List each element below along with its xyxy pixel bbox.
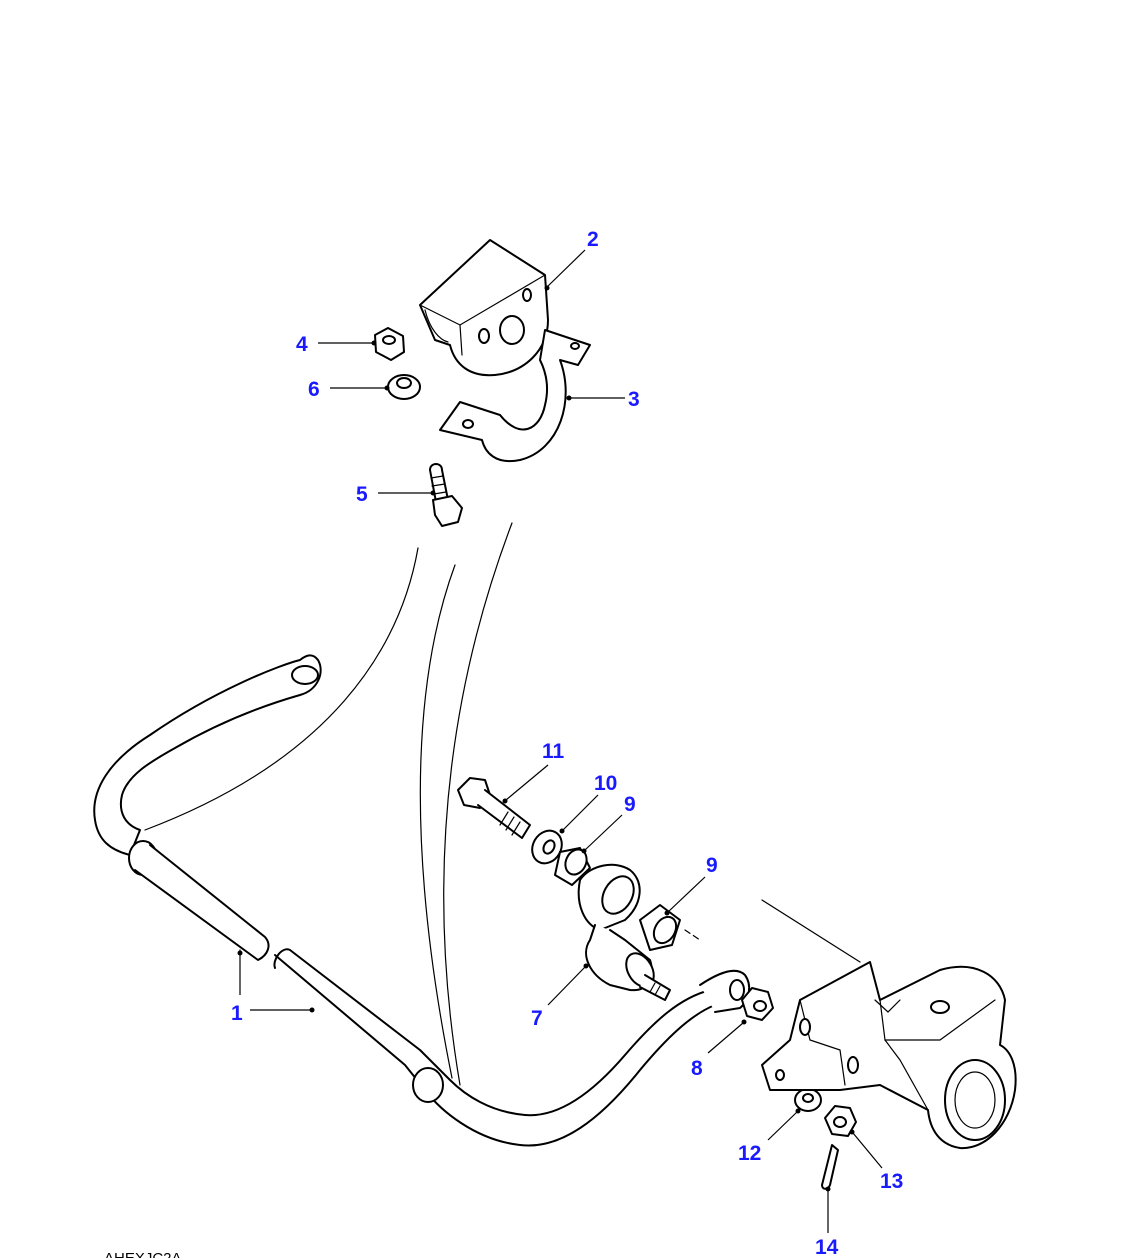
callout-3: 3: [628, 388, 640, 411]
castle-nut-13: [824, 1105, 857, 1137]
bolt-11: [457, 777, 531, 839]
diagram-reference-code: AHEXJC2A: [104, 1250, 182, 1258]
callout-6: 6: [308, 378, 320, 401]
callout-4: 4: [296, 333, 308, 356]
callout-labels: 1 2 3 4 5 6 7 8 9 9 10 11 12 13 14: [231, 228, 903, 1258]
assembly-guide-lines: [144, 522, 861, 1086]
callout-7: 7: [531, 1007, 543, 1030]
callout-13: 13: [880, 1170, 903, 1193]
callout-leaders: [237, 249, 883, 1233]
axle-housing: [761, 961, 1017, 1150]
callout-5: 5: [356, 483, 368, 506]
washer-6: [387, 374, 421, 400]
bush-9-lower: [639, 904, 681, 951]
nut-4: [374, 327, 405, 361]
callout-11: 11: [542, 740, 565, 763]
callout-2: 2: [587, 228, 599, 251]
split-pin-14: [821, 1144, 839, 1190]
bolt-5: [429, 463, 463, 527]
callout-9-lower: 9: [706, 854, 718, 877]
clamp-bush: [419, 239, 549, 377]
bush-9-upper: [554, 847, 591, 886]
nut-8: [741, 987, 774, 1021]
callout-9-upper: 9: [624, 793, 636, 816]
washer-12: [794, 1088, 822, 1112]
callout-14: 14: [815, 1236, 839, 1258]
callout-8: 8: [691, 1057, 703, 1080]
clamp-strap: [439, 329, 591, 463]
callout-1: 1: [231, 1002, 243, 1025]
stabilizer-bar: [93, 654, 751, 1147]
callout-12: 12: [738, 1142, 761, 1165]
callout-10: 10: [594, 772, 617, 795]
drop-link-7: [577, 863, 671, 1001]
